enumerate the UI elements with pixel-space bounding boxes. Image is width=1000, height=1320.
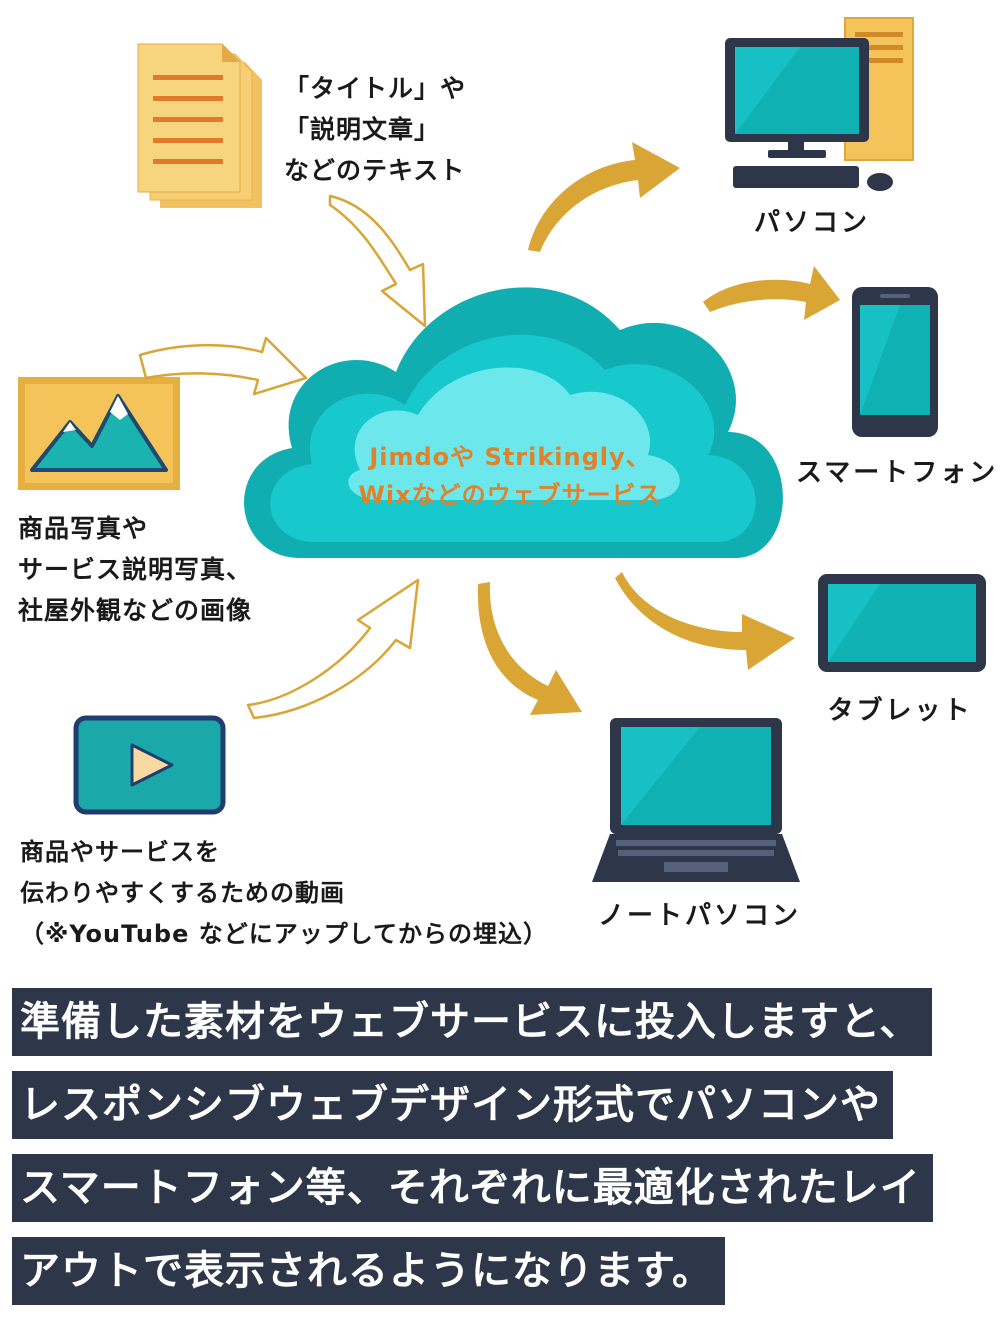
cloud-shape	[244, 287, 783, 558]
video-input-label: 商品やサービスを 伝わりやすくするための動画 （※YouTube などにアップし…	[20, 838, 548, 948]
picture-icon	[18, 377, 180, 490]
banner-line-1: 準備した素材をウェブサービスに投入しますと、	[12, 988, 933, 1056]
desktop-pc-icon	[725, 17, 914, 191]
document-icon	[137, 43, 262, 208]
input-arrows	[138, 194, 427, 720]
text-input-label: 「タイトル」や 「説明文章」 などのテキスト	[284, 74, 467, 185]
image-input-label: 商品写真や サービス説明写真、 社屋外観などの画像	[18, 514, 253, 625]
banner-line-3: スマートフォン等、それぞれに最適化されたレイ	[12, 1154, 933, 1222]
cloud-label-line1: Jimdoや Strikingly、	[369, 443, 651, 471]
cloud-label: Jimdoや Strikingly、 Wixなどのウェブサービス	[330, 438, 690, 514]
pc-label: パソコン	[753, 208, 870, 238]
cloud-label-line2: Wixなどのウェブサービス	[358, 481, 662, 509]
output-arrows	[477, 142, 840, 715]
laptop-icon	[592, 718, 800, 882]
tablet-icon	[818, 574, 986, 672]
banner-line-2: レスポンシブウェブデザイン形式でパソコンや	[12, 1071, 893, 1139]
banner-line-4: アウトで表示されるようになります。	[12, 1237, 725, 1305]
smartphone-icon	[852, 287, 938, 437]
tablet-label: タブレット	[827, 696, 973, 726]
video-play-icon	[73, 715, 226, 815]
smartphone-label: スマートフォン	[796, 458, 999, 488]
laptop-label: ノートパソコン	[598, 901, 802, 931]
